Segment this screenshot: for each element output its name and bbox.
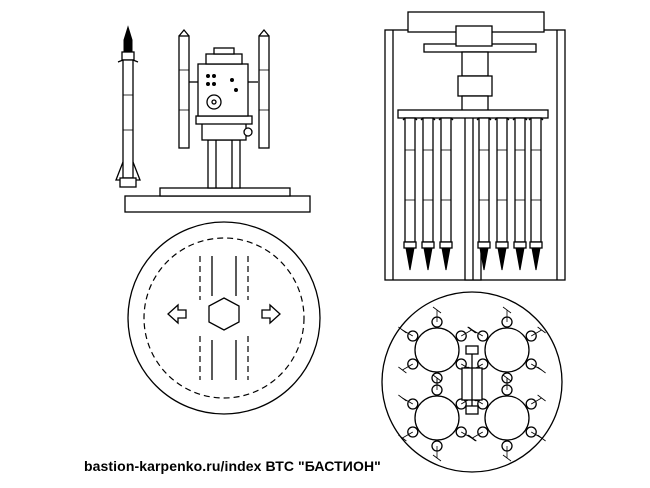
ship-missile (512, 117, 528, 271)
ship-missile (402, 117, 418, 271)
ship-missile (528, 117, 544, 271)
launch-cell (468, 374, 546, 462)
ship-installation-plan-figure (381, 291, 563, 473)
ship-installation-side-figure (384, 11, 566, 281)
ship-missile (476, 117, 492, 271)
source-caption: bastion-karpenko.ru/index ВТС "БАСТИОН" (84, 458, 381, 474)
launcher-side-view-figure (124, 28, 311, 213)
ship-missile (438, 117, 454, 271)
ship-missile (420, 117, 436, 271)
single-missile-figure (115, 25, 141, 188)
ship-missile (494, 117, 510, 271)
launch-cell (398, 306, 476, 394)
launcher-top-view-figure (127, 221, 321, 415)
launch-cell (398, 374, 476, 462)
